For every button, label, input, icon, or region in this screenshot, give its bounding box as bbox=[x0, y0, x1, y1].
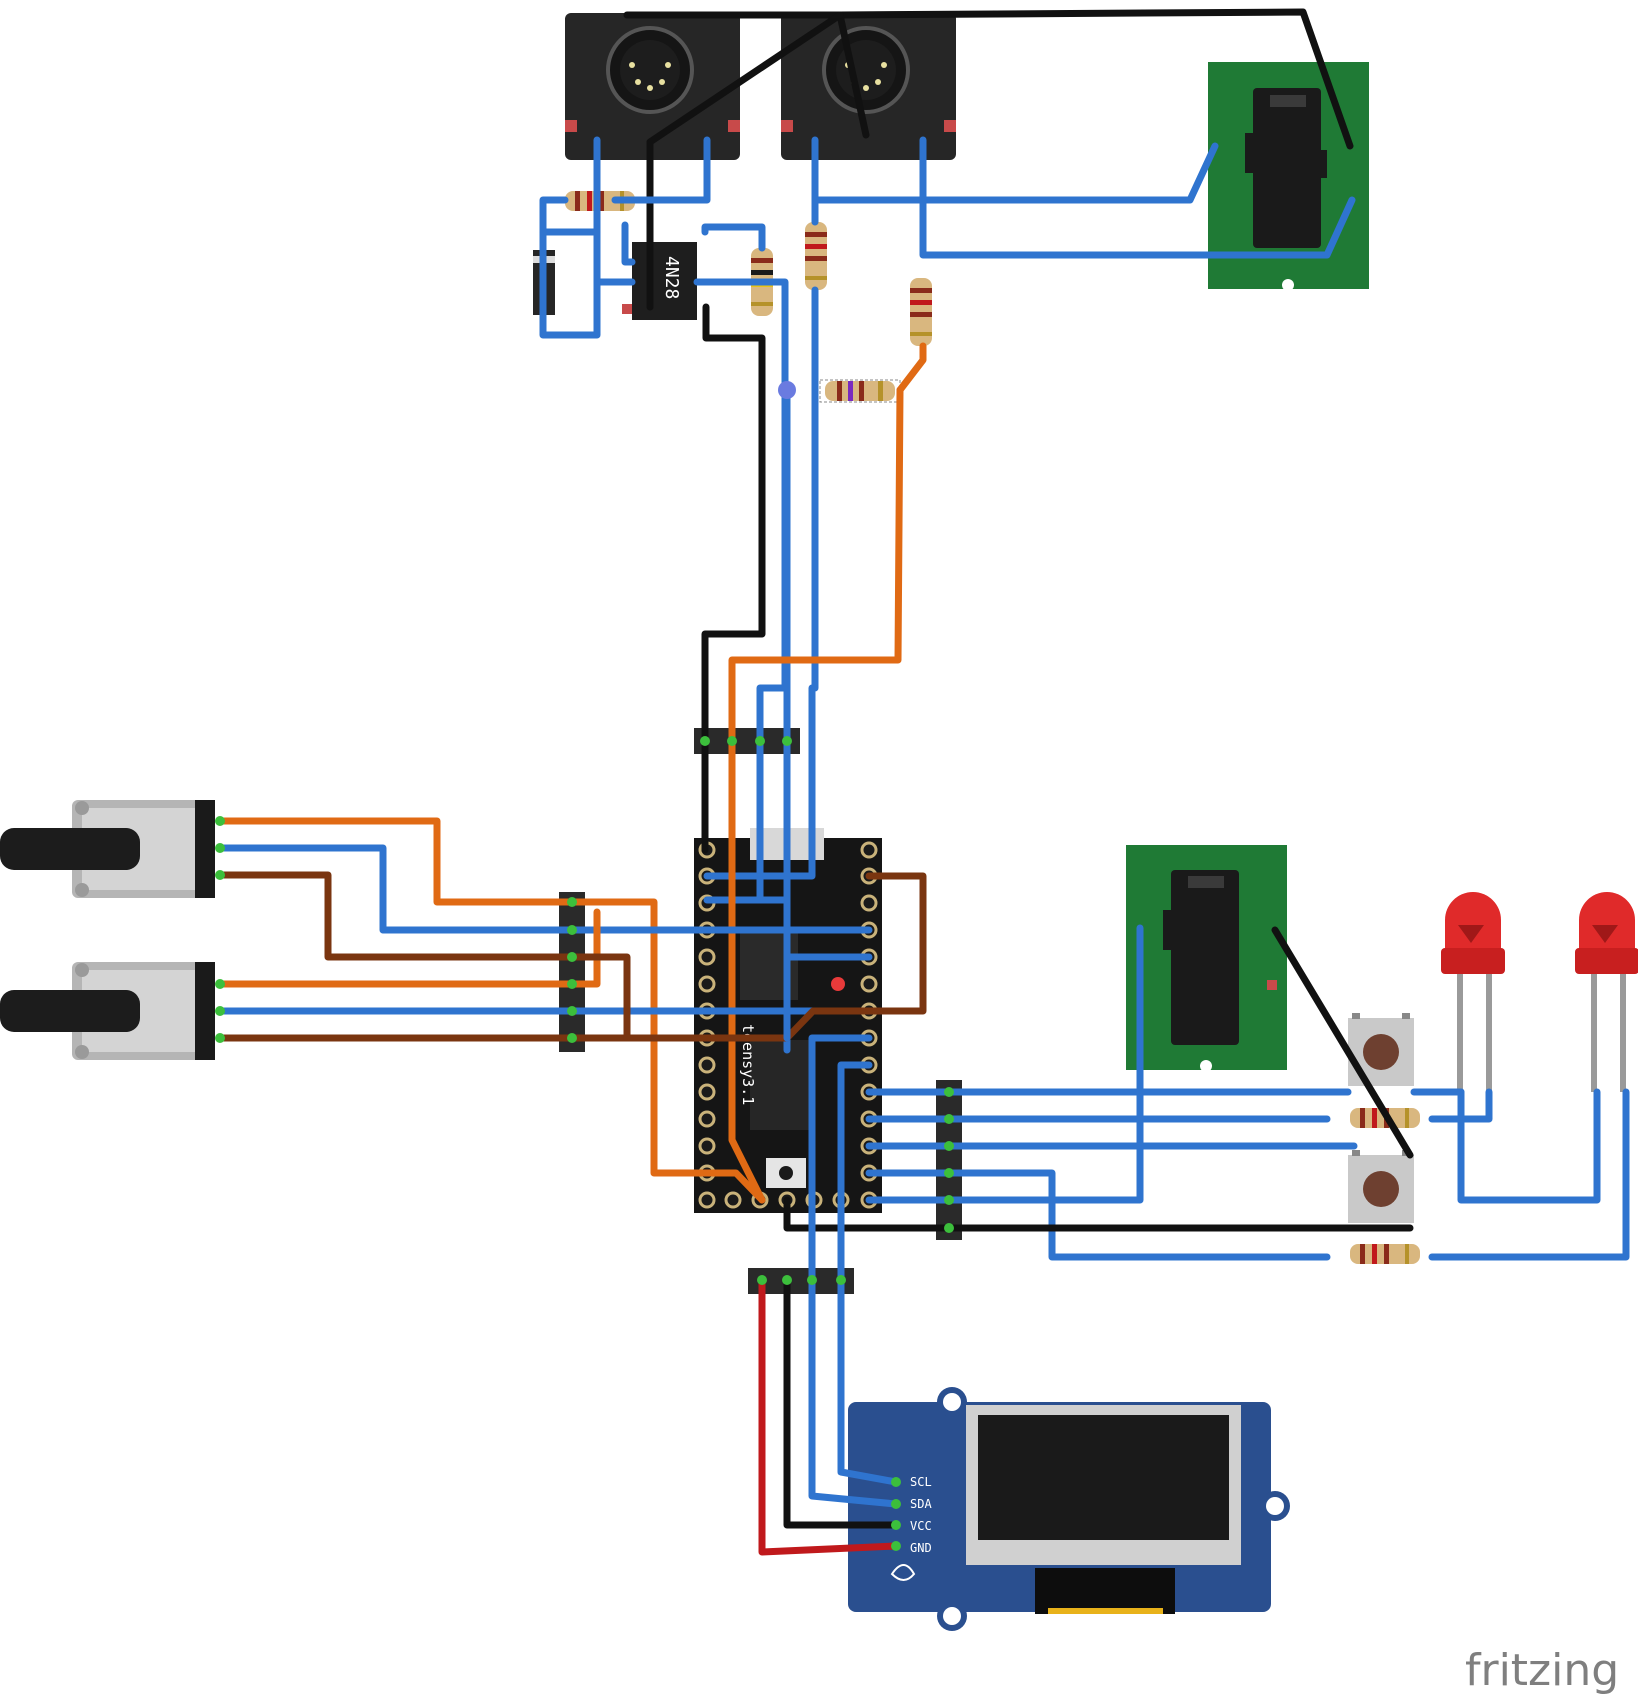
fritzing-brand: fritzing bbox=[1465, 1645, 1619, 1696]
push-button-1 bbox=[1348, 1013, 1414, 1086]
resistor-midi-out-a bbox=[805, 222, 827, 290]
led-red-2 bbox=[1575, 892, 1638, 1092]
push-button-2 bbox=[1348, 1150, 1414, 1223]
wires bbox=[216, 8, 1630, 1556]
oled-pin-label-4: GND bbox=[910, 1541, 932, 1555]
audio-jack-top bbox=[1208, 62, 1369, 291]
teensy-label: teensy3.1 bbox=[739, 1024, 757, 1105]
potentiometer-1 bbox=[0, 800, 215, 898]
midi-din-jack-in bbox=[565, 13, 740, 160]
header-right bbox=[936, 1080, 962, 1240]
optocoupler-4n28: 4N28 bbox=[622, 242, 697, 320]
oled-pin-label-3: VCC bbox=[910, 1519, 932, 1533]
resistor-horizontal-selected bbox=[819, 379, 901, 403]
oled-module: SCL SDA VCC GND bbox=[848, 1387, 1290, 1631]
audio-jack-bottom bbox=[1126, 845, 1287, 1072]
connection-points bbox=[215, 381, 954, 1551]
resistor-midi-out-b bbox=[910, 278, 932, 346]
oled-pin-label-2: SDA bbox=[910, 1497, 932, 1511]
header-pots bbox=[559, 892, 585, 1052]
optocoupler-label: 4N28 bbox=[661, 256, 682, 299]
led-red-1 bbox=[1441, 892, 1505, 1092]
potentiometer-2 bbox=[0, 962, 215, 1060]
resistor-led-2 bbox=[1350, 1244, 1420, 1264]
oled-pin-label-1: SCL bbox=[910, 1475, 932, 1489]
